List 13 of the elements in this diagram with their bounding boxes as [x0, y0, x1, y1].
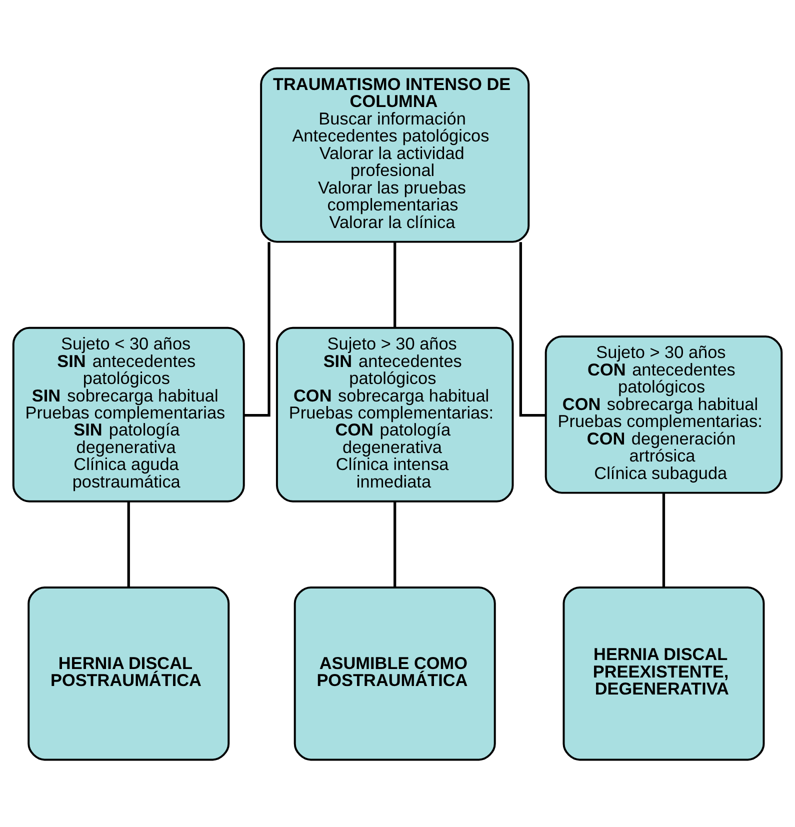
node-box: TRAUMATISMO INTENSO DE COLUMNA Buscar información Antecedentes patológicos Valorar la actividad profesional Valorar las pruebas complementarias Valorar la clínica [260, 66, 530, 242]
node-box: Sujeto > 30 años CON antecedentes patológicos CON sobrecarga habitual Pruebas complementarias: CON degeneración artrósica Clínica subaguda [544, 335, 783, 494]
connector [127, 501, 130, 587]
connector [244, 242, 270, 416]
node-box: Sujeto < 30 años SIN antecedentes patológicos SIN sobrecarga habitual Pruebas complementarias SIN patología degenerativa Clínica aguda postraumática [12, 326, 245, 502]
connector [519, 242, 546, 416]
connector [394, 501, 396, 587]
node-box: Sujeto > 30 años SIN antecedentes patológicos CON sobrecarga habitual Pruebas complementarias: CON patología degenerativa Clínica intensa inmediata [276, 326, 514, 502]
connector [394, 241, 396, 327]
connector [662, 492, 666, 587]
node-box: HERNIA DISCAL POSTRAUMÁTICA [28, 586, 230, 760]
node-box: HERNIA DISCAL PREEXISTENTE, DEGENERATIVA [562, 586, 765, 760]
node-box: ASUMIBLE COMO POSTRAUMÁTICA [294, 586, 496, 760]
